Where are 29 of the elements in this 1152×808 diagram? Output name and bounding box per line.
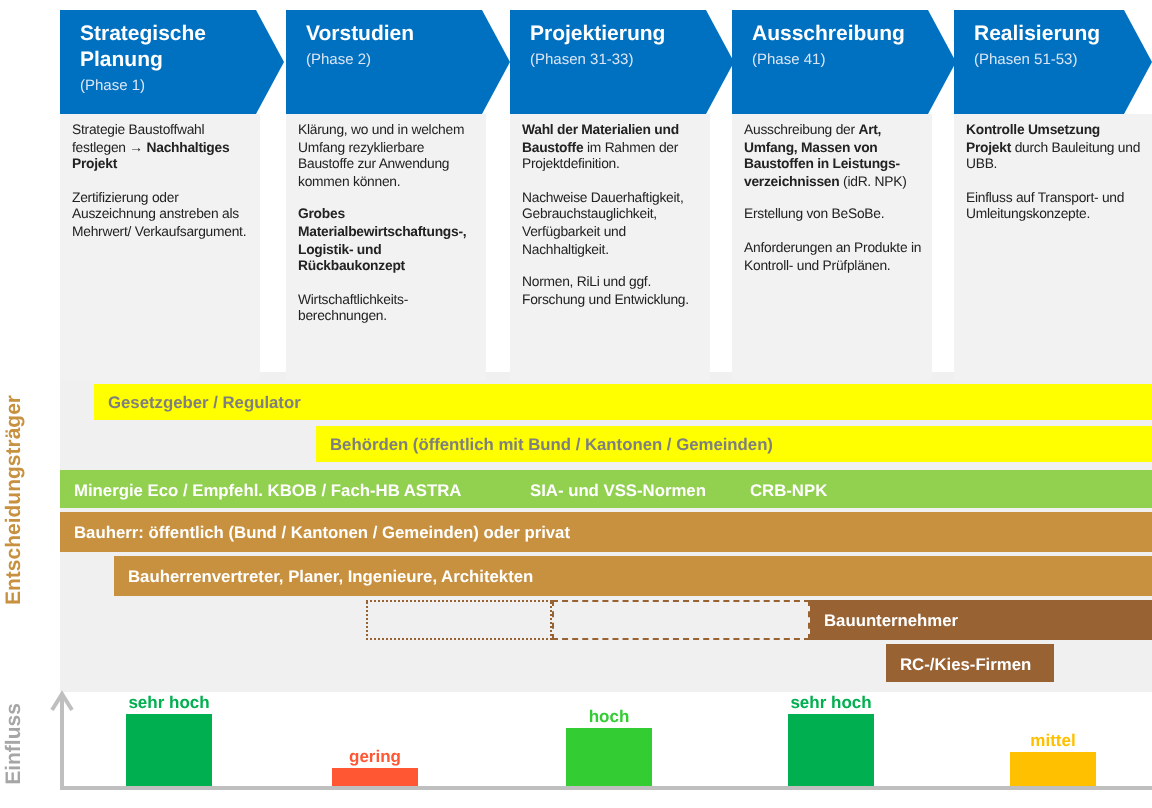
bar-label: Bauherrenvertreter, Planer, Ingenieure, Architekten bbox=[128, 566, 534, 586]
phase-title: Ausschreibung bbox=[752, 22, 907, 48]
stakeholder-bar bbox=[94, 384, 1152, 420]
phase-title: Realisierung bbox=[974, 22, 1103, 48]
influence-level-label: mittel bbox=[1028, 730, 1078, 750]
stakeholder-bar bbox=[810, 600, 1152, 640]
stakeholder-bar bbox=[114, 556, 1152, 596]
bar-label: SIA- und VSS-Normen bbox=[530, 479, 706, 499]
phase-title: Vorstudien bbox=[306, 22, 417, 48]
dotted-outline-box bbox=[366, 600, 552, 640]
influence-level-label: sehr hoch bbox=[126, 692, 212, 712]
bar-label: CRB-NPK bbox=[750, 479, 828, 499]
influence-level-label: hoch bbox=[586, 706, 632, 726]
influence-level-label: sehr hoch bbox=[788, 692, 874, 712]
phase-title: Strategische Planung bbox=[80, 22, 209, 74]
stakeholder-bar bbox=[60, 470, 1152, 508]
bar-label: Bauunternehmer bbox=[824, 610, 959, 630]
bar-label: Behörden (öffentlich mit Bund / Kantonen / Gemeinden) bbox=[330, 434, 773, 454]
axis-label: Entscheidungsträger bbox=[2, 394, 26, 606]
bar-label: Minergie Eco / Empfehl. KBOB / Fach-HB ASTRA bbox=[74, 479, 462, 499]
stakeholder-bar bbox=[886, 644, 1054, 682]
stakeholder-bar bbox=[316, 426, 1152, 462]
influence-level-label: gering bbox=[347, 746, 403, 766]
bar-label: Gesetzgeber / Regulator bbox=[108, 392, 301, 412]
stakeholder-bar bbox=[60, 512, 1152, 552]
phase-title: Projektierung bbox=[530, 22, 668, 48]
axis-label: Einfluss bbox=[2, 703, 26, 785]
bar-label: Bauherr: öffentlich (Bund / Kantonen / Gemeinden) oder privat bbox=[74, 522, 571, 542]
bar-label: RC-/Kies-Firmen bbox=[900, 653, 1032, 673]
